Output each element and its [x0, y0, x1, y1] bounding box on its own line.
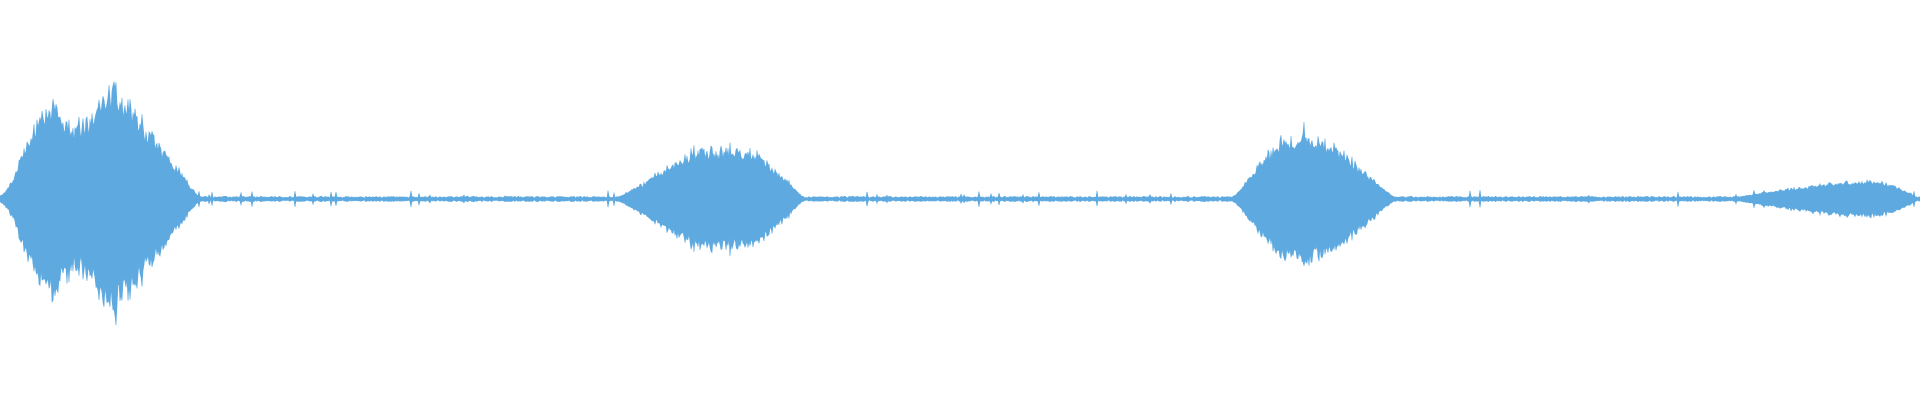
waveform-shape — [0, 81, 1920, 326]
